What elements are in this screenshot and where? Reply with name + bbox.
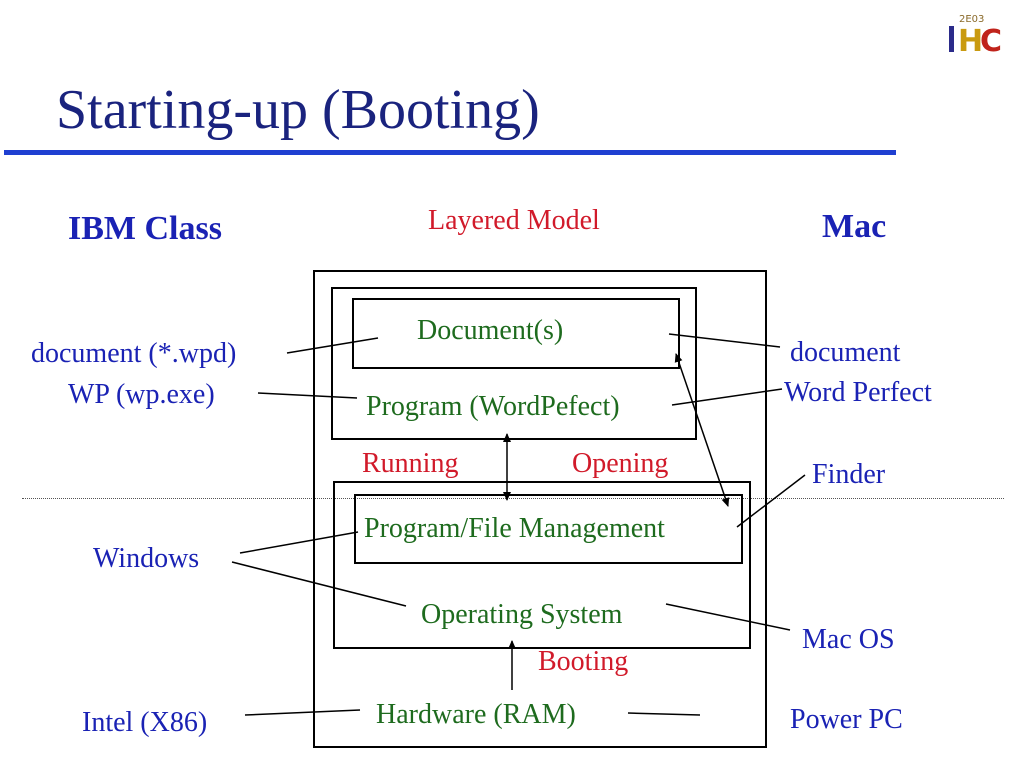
file-management-box xyxy=(354,494,743,564)
document-box xyxy=(352,298,680,369)
mac-header: Mac xyxy=(822,208,887,245)
outer-layer-box xyxy=(313,270,767,748)
ibm-document-label: document (*.wpd) xyxy=(31,338,237,369)
slide-title: Starting-up (Booting) xyxy=(56,79,540,141)
ibm-hardware-leader-line xyxy=(244,709,361,716)
mac-os-label: Mac OS xyxy=(802,624,895,655)
ibm-class-header: IBM Class xyxy=(68,210,222,247)
mac-finder-leader-line xyxy=(736,474,806,528)
ibm-hardware-label: Intel (X86) xyxy=(82,707,208,738)
ibm-windows-label: Windows xyxy=(93,543,200,574)
title-underline xyxy=(4,150,896,155)
mac-hardware-leader-line xyxy=(627,712,701,716)
mac-document-leader-line xyxy=(668,333,781,348)
mac-program-label: Word Perfect xyxy=(784,377,932,408)
mac-finder-label: Finder xyxy=(812,459,886,490)
opening-label: Opening xyxy=(572,448,669,479)
application-layer-box xyxy=(331,287,697,440)
layered-model-header: Layered Model xyxy=(428,205,600,236)
logo-letter-h: H xyxy=(958,24,984,59)
mac-document-label: document xyxy=(790,337,901,368)
layer-hardware-label: Hardware (RAM) xyxy=(376,699,576,730)
logo-letter-c: C xyxy=(980,24,1003,59)
booting-label: Booting xyxy=(538,646,629,677)
mac-program-leader-line xyxy=(671,388,783,406)
layer-document-label: Document(s) xyxy=(417,315,564,346)
opening-arrow-up xyxy=(674,353,703,431)
running-label: Running xyxy=(362,448,459,479)
mac-os-leader-line xyxy=(665,603,791,631)
ibm-windows-to-file-management-line xyxy=(239,531,359,554)
logo-letter-i xyxy=(949,26,954,52)
ibm-program-leader-line xyxy=(257,392,358,399)
mac-hardware-label: Power PC xyxy=(790,704,903,735)
layer-file-management-label: Program/File Management xyxy=(364,513,665,544)
ibm-document-leader-line xyxy=(286,337,379,354)
layer-operating-system-label: Operating System xyxy=(421,599,623,630)
ibm-windows-to-os-line xyxy=(231,561,407,607)
ihc-logo: 2E03 H C xyxy=(949,14,1007,59)
ibm-program-label: WP (wp.exe) xyxy=(68,379,215,410)
layer-program-label: Program (WordPefect) xyxy=(366,391,620,422)
system-layer-box xyxy=(333,481,751,649)
opening-arrow-down xyxy=(701,429,730,507)
dotted-divider xyxy=(22,498,1004,499)
logo-top-text: 2E03 xyxy=(959,14,985,25)
